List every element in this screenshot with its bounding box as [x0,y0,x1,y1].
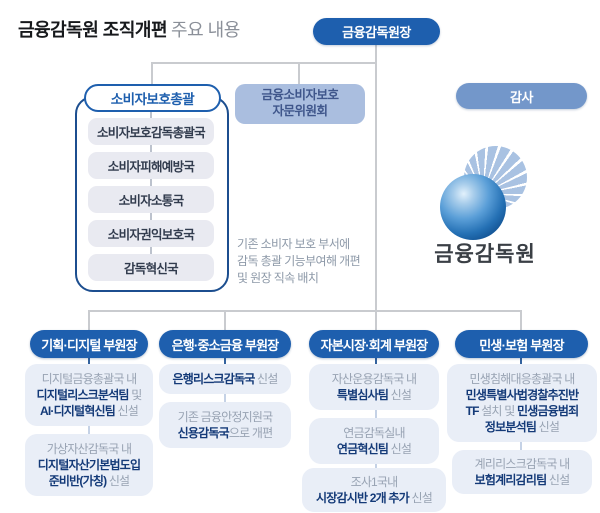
reform-line: 정보분석팀 신설 [484,420,560,434]
connector-col2-drop [224,310,226,330]
reform-box: 연금감독실내 연금혁신팀 신설 [309,418,439,464]
page-title-main: 금융감독원 조직개편 [18,20,168,40]
logo-sphere-icon [440,174,506,240]
connector-bottom-branch [88,310,522,312]
reform-line: 민생특별사법경찰추진반 [465,388,579,402]
col4-header-tick [520,358,522,364]
reform-line: 은행리스크감독국 신설 [172,372,279,386]
reform-line: 준비반(가칭) 신설 [48,474,130,488]
col3-box-tick-2 [375,464,377,468]
reform-line: 시장감시반 2개 추가 신설 [316,491,433,505]
consumer-tick-4 [150,247,152,254]
reform-line: 신용감독국으로 개편 [177,426,273,440]
consumer-tick-1 [150,145,152,152]
deputy-header-livelihood-insurance: 민생·보험 부원장 [455,330,588,358]
reform-line: AI·디지털혁신팀 신설 [39,404,139,418]
reform-line: 디지털리스크분석팀 및 [36,388,143,402]
consumer-group-header: 소비자보호총괄 [84,84,221,112]
col3-box-tick-1 [375,410,377,418]
dept-consumer-supervision: 소비자보호감독총괄국 [88,118,214,145]
col1-box-tick [88,426,90,434]
reform-line: 가상자산감독국 내 [46,442,132,456]
consumer-tick-3 [150,213,152,220]
connector-top-branch [151,62,377,64]
governor-box: 금융감독원장 [313,18,440,45]
connector-col4-drop [520,310,522,330]
reform-line: 자산운용감독국 내 [331,372,417,386]
reform-box: 자산운용감독국 내 특별심사팀 신설 [309,364,439,410]
reform-line: 보험계리감리팀 신설 [474,473,571,487]
deputy-header-planning-digital: 기획·디지털 부원장 [30,330,148,358]
connector-main-vertical [375,62,377,310]
reform-box: 조사1국내 시장감시반 2개 추가 신설 [302,468,446,512]
dept-consumer-rights: 소비자권익보호국 [88,220,214,247]
reorg-annotation: 기존 소비자 보호 부서에 감독 총괄 기능부여해 개편 및 원장 직속 배치 [237,237,361,286]
consumer-tick-0 [150,110,152,118]
col4-box-tick [520,442,522,450]
col2-header-tick [224,358,226,364]
reform-box: 가상자산감독국 내 디지털자산기본법도입 준비반(가칭) 신설 [25,434,153,496]
col3-header-tick [375,358,377,364]
reform-line: 기존 금융안정지원국 [177,410,274,424]
consumer-tick-2 [150,179,152,186]
col1-header-tick [88,358,90,364]
reform-line: 디지털금융총괄국 내 [41,372,138,386]
reform-line: TF 설치 및 민생금융범죄 [465,404,580,418]
reform-box: 민생침해대응총괄국 내 민생특별사법경찰추진반 TF 설치 및 민생금융범죄 정… [447,364,597,442]
deputy-header-banking-sme: 은행·중소금융 부원장 [159,330,291,358]
reform-line: 디지털자산기본법도입 [37,458,141,472]
reform-box: 은행리스크감독국 신설 [159,364,291,394]
deputy-header-capital-accounting: 자본시장·회계 부원장 [309,330,439,358]
advisory-committee-box: 금융소비자보호 자문위원회 [235,84,365,124]
connector-governor-drop [375,45,377,63]
reform-line: 연금혁신팀 신설 [336,442,412,456]
reform-line: 계리리스크감독국 내 [474,457,571,471]
col2-box-tick [224,394,226,402]
reform-box: 기존 금융안정지원국 신용감독국으로 개편 [159,402,291,448]
dept-consumer-communication: 소비자소통국 [88,186,214,213]
dept-damage-prevention: 소비자피해예방국 [88,152,214,179]
logo-wordmark: 금융감독원 [434,243,536,266]
auditor-box: 감사 [456,83,587,109]
connector-consumer-drop [151,62,153,86]
reform-line: 조사1국내 [350,475,399,489]
connector-col1-drop [88,310,90,330]
page-title-sub: 주요 내용 [171,20,240,40]
dept-supervision-innovation: 감독혁신국 [88,254,214,281]
connector-col3-drop [375,310,377,330]
reform-line: 특별심사팀 신설 [336,388,412,402]
reform-box: 계리리스크감독국 내 보험계리감리팀 신설 [452,450,592,494]
connector-advisory-drop [298,62,300,86]
reform-line: 연금감독실내 [343,426,405,440]
reform-box: 디지털금융총괄국 내 디지털리스크분석팀 및 AI·디지털혁신팀 신설 [25,364,153,426]
reform-line: 민생침해대응총괄국 내 [469,372,576,386]
